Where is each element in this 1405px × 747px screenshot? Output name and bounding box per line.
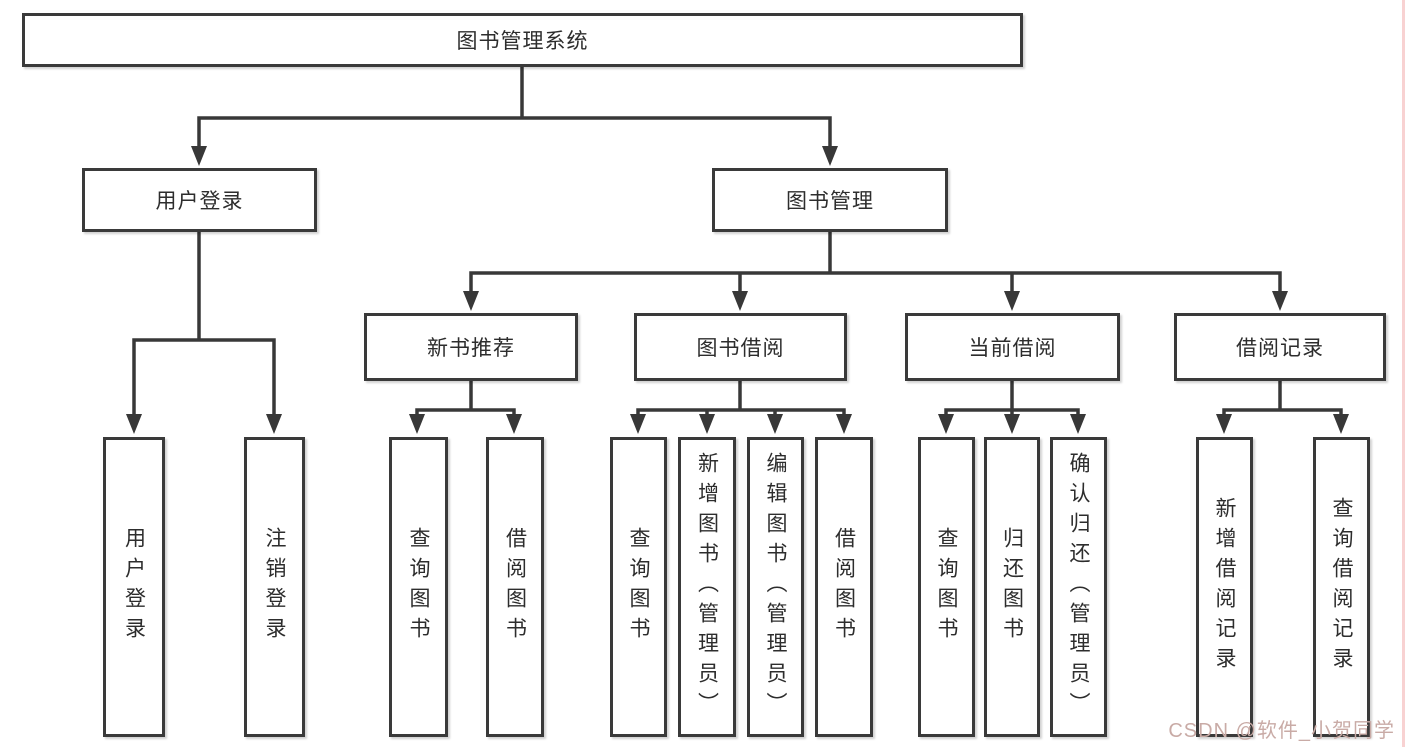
leaf-return-books-label: 归还图书	[1000, 527, 1024, 647]
node-root: 图书管理系统	[22, 13, 1023, 67]
leaf-add-borrow-record-label: 新增借阅记录	[1213, 497, 1236, 677]
leaf-confirm-return-admin-label: 确认归还（管理员）	[1067, 452, 1090, 722]
node-borrow-records: 借阅记录	[1174, 313, 1386, 381]
node-book-management-label: 图书管理	[786, 190, 874, 213]
csdn-watermark: CSDN @软件_小贺同学	[1168, 720, 1395, 742]
leaf-query-books-2-label: 查询图书	[627, 527, 650, 647]
leaf-query-books-3: 查询图书	[918, 437, 975, 737]
leaf-logout: 注销登录	[244, 437, 305, 737]
leaf-query-borrow-record: 查询借阅记录	[1313, 437, 1370, 737]
node-user-login: 用户登录	[82, 168, 317, 232]
leaf-edit-books-admin: 编辑图书（管理员）	[747, 437, 804, 737]
node-new-book-recommend: 新书推荐	[364, 313, 578, 381]
leaf-add-books-admin-label: 新增图书（管理员）	[695, 452, 719, 722]
leaf-query-borrow-record-label: 查询借阅记录	[1330, 497, 1353, 677]
leaf-confirm-return-admin: 确认归还（管理员）	[1050, 437, 1107, 737]
leaf-borrow-books-2: 借阅图书	[815, 437, 873, 737]
leaf-logout-label: 注销登录	[263, 527, 286, 647]
right-edge-strip	[1402, 0, 1405, 747]
arrow-heads	[126, 146, 1349, 434]
leaf-user-login-label: 用户登录	[122, 527, 146, 647]
node-root-label: 图书管理系统	[456, 30, 589, 53]
leaf-add-borrow-record: 新增借阅记录	[1196, 437, 1253, 737]
node-user-login-label: 用户登录	[155, 190, 244, 213]
node-borrow-records-label: 借阅记录	[1236, 337, 1324, 360]
node-new-book-recommend-label: 新书推荐	[427, 337, 515, 360]
node-book-borrow-label: 图书借阅	[696, 337, 785, 360]
node-current-borrow: 当前借阅	[905, 313, 1120, 381]
node-book-management: 图书管理	[712, 168, 948, 232]
leaf-borrow-books-1-label: 借阅图书	[503, 527, 527, 647]
node-book-borrow: 图书借阅	[634, 313, 847, 381]
leaf-query-books-3-label: 查询图书	[935, 527, 958, 647]
leaf-return-books: 归还图书	[984, 437, 1040, 737]
leaf-query-books-1-label: 查询图书	[407, 527, 430, 647]
leaf-edit-books-admin-label: 编辑图书（管理员）	[764, 452, 787, 722]
leaf-query-books-1: 查询图书	[389, 437, 448, 737]
node-current-borrow-label: 当前借阅	[968, 337, 1057, 360]
leaf-add-books-admin: 新增图书（管理员）	[678, 437, 736, 737]
tree-edges	[132, 67, 1343, 415]
leaf-user-login: 用户登录	[103, 437, 165, 737]
leaf-borrow-books-1: 借阅图书	[486, 437, 544, 737]
leaf-borrow-books-2-label: 借阅图书	[832, 527, 856, 647]
leaf-query-books-2: 查询图书	[610, 437, 667, 737]
